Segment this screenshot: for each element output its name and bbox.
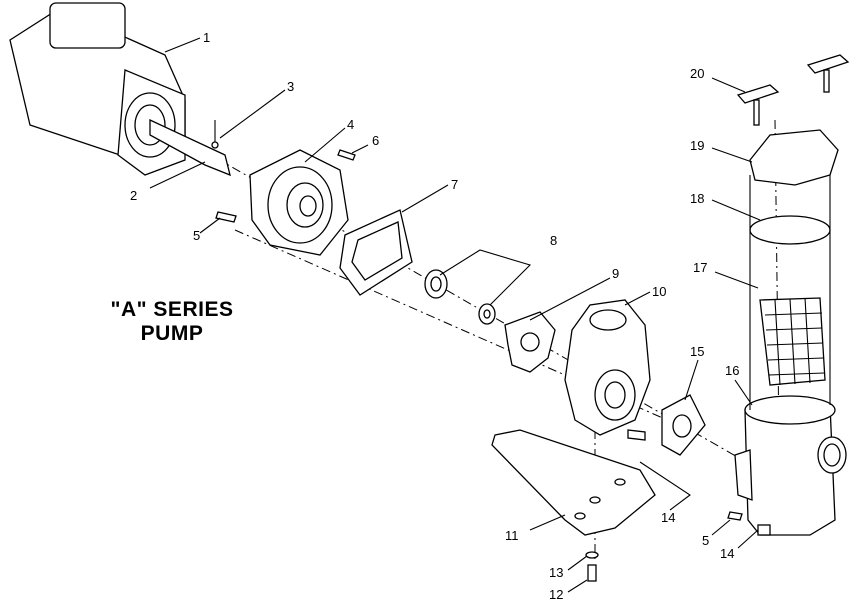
screw-5-left (215, 211, 237, 223)
callout-9: 9 (612, 266, 619, 281)
strainer-basket (759, 297, 826, 386)
motor (9, 2, 231, 177)
callout-8: 8 (550, 233, 557, 248)
callout-7: 7 (451, 177, 458, 192)
leader-lines (149, 37, 761, 593)
callout-16: 16 (725, 363, 739, 378)
callout-4: 4 (347, 117, 354, 132)
gasket (339, 209, 413, 296)
callout-14: 14 (661, 510, 675, 525)
callout-6: 6 (372, 133, 379, 148)
callout-15: 15 (690, 344, 704, 359)
base-bolt (585, 551, 599, 582)
callout-5: 5 (193, 228, 200, 243)
diagram-title-line1: "A" SERIES (110, 298, 234, 321)
callout-13: 13 (549, 565, 563, 580)
strainer-tube (749, 170, 831, 410)
callout-17: 17 (693, 260, 707, 275)
callout-3: 3 (287, 79, 294, 94)
callout-numbers: 1 2 3 4 5 6 7 8 9 10 11 12 13 14 15 16 1… (130, 30, 739, 602)
callout-1: 1 (203, 30, 210, 45)
pump-housing (564, 299, 651, 436)
callout-10: 10 (652, 284, 666, 299)
motor-base (491, 429, 656, 536)
flange-gasket (661, 394, 706, 456)
screw-6 (337, 149, 356, 161)
set-screw (211, 120, 219, 149)
seal-plate (249, 149, 349, 256)
lid-knobs (736, 54, 850, 126)
callout-18: 18 (690, 191, 704, 206)
callout-14-strainer: 14 (720, 546, 734, 561)
callout-5-strainer: 5 (702, 533, 709, 548)
lid-o-ring (749, 215, 831, 245)
callout-19: 19 (690, 138, 704, 153)
strainer-housing (734, 395, 847, 536)
callout-2: 2 (130, 188, 137, 203)
diagram-title-line2: PUMP (140, 322, 204, 345)
callout-11: 11 (505, 528, 519, 543)
strainer-lid (749, 129, 839, 186)
callout-12: 12 (549, 587, 563, 602)
impeller (504, 311, 556, 373)
drain-plug-housing (627, 429, 646, 441)
mechanical-seal (424, 269, 496, 325)
callout-20: 20 (690, 66, 704, 81)
